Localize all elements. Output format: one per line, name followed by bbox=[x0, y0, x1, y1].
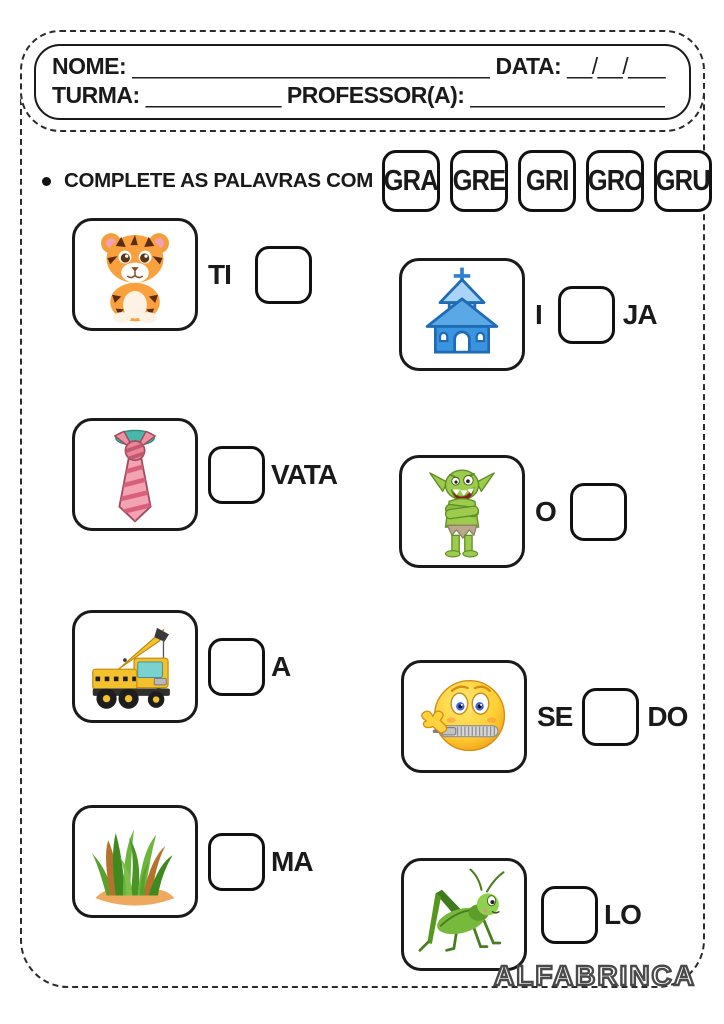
syllable-options: GRA GRE GRI GRO GRU bbox=[382, 150, 713, 212]
answer-box-grama[interactable] bbox=[208, 832, 265, 891]
crane-truck-icon bbox=[92, 627, 170, 709]
word-suffix: A bbox=[271, 650, 291, 682]
teacher-blank-line[interactable]: ________________________________ bbox=[470, 82, 665, 108]
header-row-name-date: NOME: __________________________________… bbox=[52, 53, 671, 80]
word-ogro: O bbox=[535, 482, 627, 541]
class-blank-line[interactable]: ___________ bbox=[145, 82, 282, 108]
tiger-icon bbox=[101, 233, 169, 324]
grasshopper-image bbox=[401, 858, 527, 971]
word-suffix: DO bbox=[647, 700, 688, 732]
zipper-mouth-face-image bbox=[401, 660, 527, 773]
answer-box-segredo[interactable] bbox=[582, 687, 640, 746]
word-suffix: LO bbox=[604, 898, 642, 930]
exercise-grilo: LO bbox=[401, 858, 642, 971]
tiger-image bbox=[72, 218, 198, 331]
grass-icon bbox=[91, 829, 175, 906]
date-blank-line[interactable]: __/__/___ bbox=[567, 53, 665, 79]
word-prefix: I bbox=[535, 298, 543, 330]
syllable-option-gro: GRO bbox=[586, 150, 645, 212]
name-label: NOME: bbox=[52, 53, 127, 79]
answer-box-ogro[interactable] bbox=[569, 482, 627, 541]
syllable-option-gre: GRE bbox=[450, 150, 509, 212]
word-segredo: SE DO bbox=[537, 687, 688, 746]
church-icon bbox=[425, 267, 499, 354]
brand-logo: ALFABRINCA bbox=[493, 959, 696, 992]
answer-box-tigre[interactable] bbox=[254, 245, 312, 304]
exercise-ogro: O bbox=[399, 455, 627, 568]
grasshopper-icon bbox=[418, 868, 505, 952]
exercise-tigre: TI bbox=[72, 218, 312, 331]
crane-truck-image bbox=[72, 610, 198, 723]
answer-box-gravata[interactable] bbox=[208, 445, 265, 504]
exercise-grua: A bbox=[72, 610, 291, 723]
word-suffix: JA bbox=[622, 298, 658, 330]
word-grua: A bbox=[208, 637, 291, 696]
exercise-igreja: I JA bbox=[399, 258, 658, 371]
church-image bbox=[399, 258, 525, 371]
answer-box-igreja[interactable] bbox=[557, 285, 615, 344]
instruction-row: COMPLETE AS PALAVRAS COM GRA GRE GRI GRO… bbox=[42, 150, 713, 212]
zipper-mouth-face-icon bbox=[421, 680, 506, 752]
bullet-icon bbox=[42, 176, 51, 186]
answer-box-grua[interactable] bbox=[208, 637, 265, 696]
word-suffix: VATA bbox=[271, 458, 338, 490]
word-suffix: MA bbox=[271, 845, 314, 877]
word-grama: MA bbox=[208, 832, 314, 891]
header-row-class-teacher: TURMA: ___________ PROFESSOR(A): _______… bbox=[52, 82, 671, 109]
necktie-icon bbox=[114, 429, 156, 523]
word-prefix: O bbox=[535, 495, 557, 527]
exercise-gravata: VATA bbox=[72, 418, 338, 531]
word-grilo: LO bbox=[537, 885, 642, 944]
word-gravata: VATA bbox=[208, 445, 338, 504]
word-prefix: SE bbox=[537, 700, 573, 732]
date-label: DATA: bbox=[495, 53, 562, 79]
ogre-image bbox=[399, 455, 525, 568]
exercise-segredo: SE DO bbox=[401, 660, 688, 773]
header-dashed-box bbox=[20, 30, 705, 132]
word-igreja: I JA bbox=[535, 285, 658, 344]
necktie-image bbox=[72, 418, 198, 531]
grass-image bbox=[72, 805, 198, 918]
syllable-option-gru: GRU bbox=[654, 150, 713, 212]
word-tigre: TI bbox=[208, 245, 312, 304]
name-blank-line[interactable]: ________________________________________… bbox=[132, 53, 489, 79]
class-label: TURMA: bbox=[52, 82, 140, 108]
header-info-box: NOME: __________________________________… bbox=[34, 44, 691, 120]
syllable-option-gri: GRI bbox=[518, 150, 577, 212]
instruction-text: COMPLETE AS PALAVRAS COM bbox=[64, 169, 374, 192]
exercise-grama: MA bbox=[72, 805, 314, 918]
ogre-icon bbox=[429, 469, 495, 558]
teacher-label: PROFESSOR(A): bbox=[286, 82, 465, 108]
syllable-option-gra: GRA bbox=[382, 150, 441, 212]
answer-box-grilo[interactable] bbox=[541, 885, 598, 944]
word-prefix: TI bbox=[208, 258, 232, 290]
